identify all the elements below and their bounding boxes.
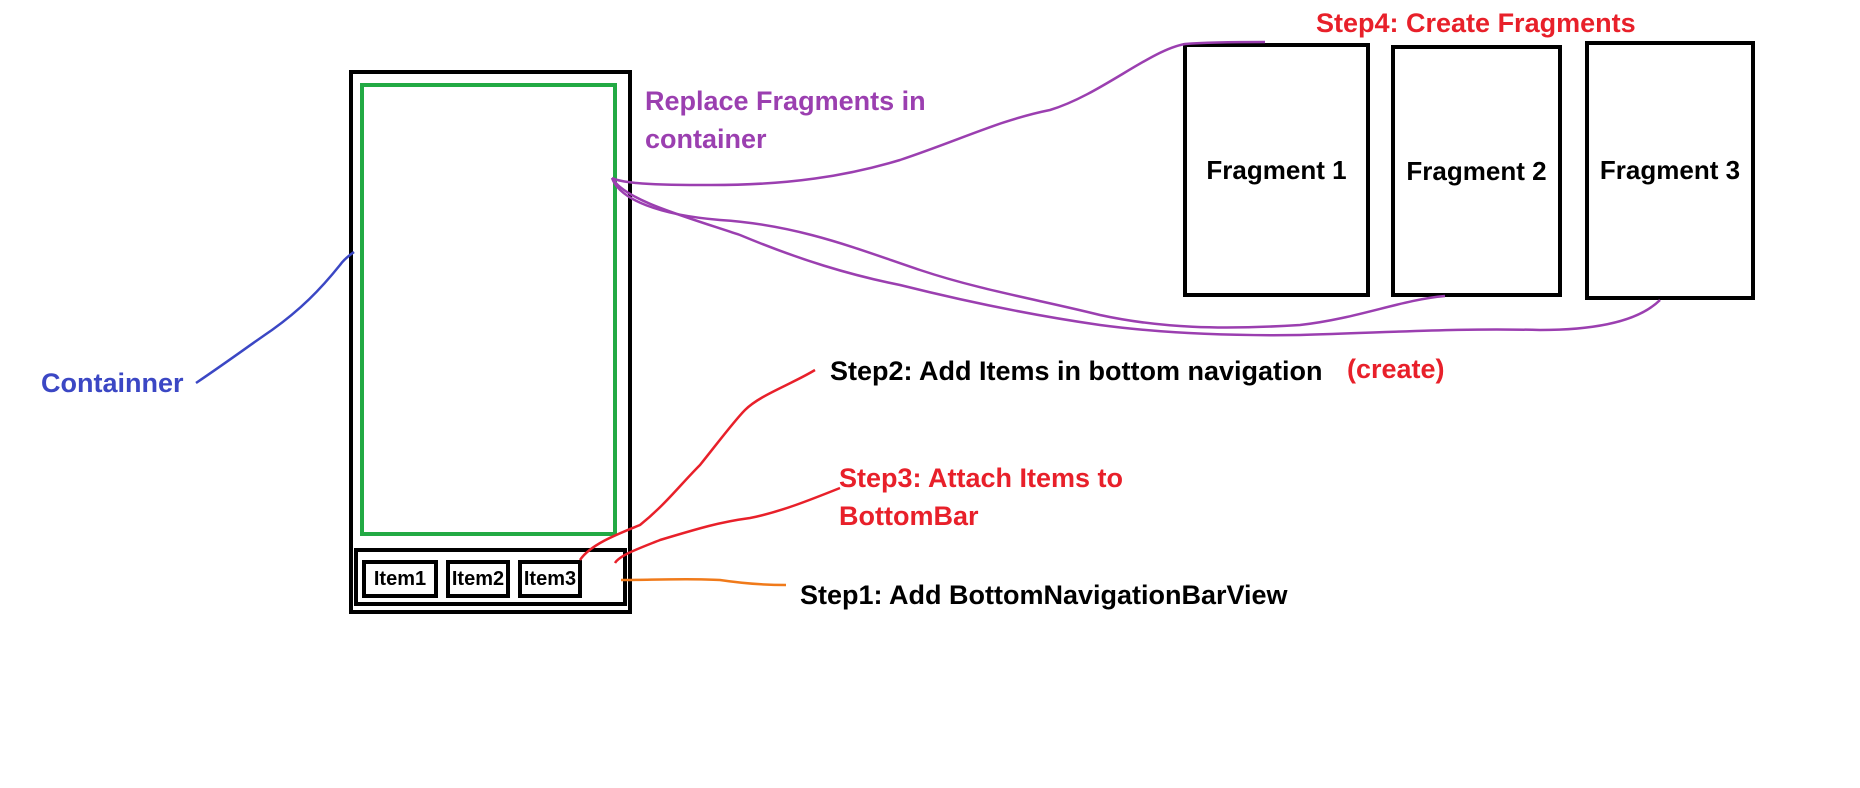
step4-label: Step4: Create Fragments [1316, 8, 1636, 38]
replace-to-fragment2-line [610, 177, 1446, 329]
fragment-2-box: Fragment 2 [1391, 45, 1562, 297]
nav-item-1: Item1 [362, 560, 438, 598]
step2-label: Step2: Add Items in bottom navigation [830, 356, 1323, 386]
bottom-navigation-bar [354, 548, 627, 606]
step3-label-line1: Step3: Attach Items to [839, 463, 1124, 493]
fragment-1-box: Fragment 1 [1183, 43, 1370, 297]
replace-fragments-label-line2: container [645, 124, 767, 154]
replace-to-fragment1-line [611, 40, 1266, 187]
step1-pointer-line [620, 577, 787, 587]
fragment-container [360, 83, 617, 536]
replace-fragments-label-line1: Replace Fragments in [645, 86, 926, 116]
step2-create-label: (create) [1347, 354, 1445, 384]
step3-label-line2: BottomBar [839, 501, 979, 531]
nav-item-2: Item2 [446, 560, 510, 598]
container-pointer-line [195, 250, 355, 385]
replace-to-fragment3-line [610, 177, 1661, 337]
container-label: Containner [41, 368, 184, 398]
phone-frame [349, 70, 632, 614]
step3-pointer-line [613, 486, 841, 564]
fragment-3-box: Fragment 3 [1585, 41, 1755, 300]
step1-label: Step1: Add BottomNavigationBarView [800, 580, 1288, 610]
nav-item-3: Item3 [518, 560, 582, 598]
step2-pointer-line [578, 368, 816, 561]
